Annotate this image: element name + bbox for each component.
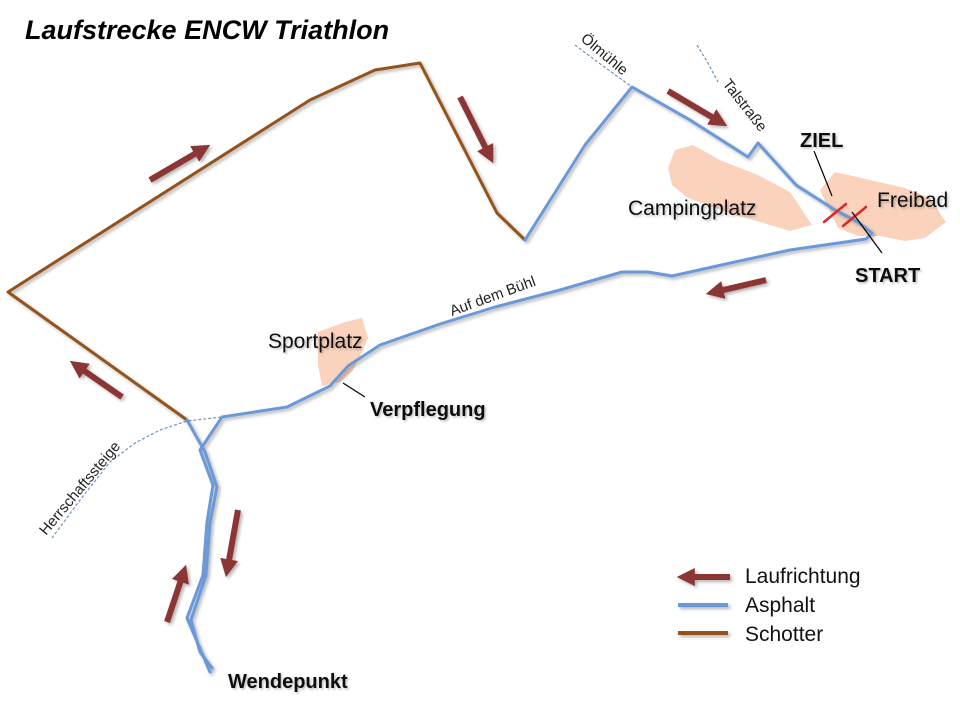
street-talstrasse-line	[696, 44, 719, 83]
start-leader	[851, 211, 883, 254]
areas	[318, 145, 946, 386]
side-streets	[51, 44, 719, 539]
map-title: Laufstrecke ENCW Triathlon	[25, 15, 389, 45]
leader-lines	[342, 150, 883, 398]
street-label-herrschaftssteige: Herrschaftssteige	[36, 438, 124, 538]
direction-arrow-icon	[457, 95, 494, 164]
street-oelmuehle-line	[574, 44, 633, 88]
start-line	[841, 205, 868, 228]
campingplatz-label: Campingplatz	[628, 197, 756, 220]
direction-arrow-icon	[705, 277, 767, 299]
start-finish-lines	[822, 202, 868, 228]
street-herrschaftssteige-line	[51, 416, 223, 539]
legend: Laufrichtung Asphalt Schotter	[676, 565, 861, 646]
route-schotter	[6, 61, 527, 422]
legend-label: Laufrichtung	[745, 565, 861, 588]
direction-arrow-icon	[148, 144, 211, 183]
route-asphalt-main	[185, 85, 874, 674]
routes	[6, 61, 874, 674]
ziel-label: ZIEL	[800, 130, 843, 152]
legend-item-asphalt: Asphalt	[678, 594, 815, 617]
legend-item-schotter: Schotter	[678, 623, 823, 646]
direction-arrow-icon	[69, 360, 124, 400]
direction-arrow-icon	[220, 509, 241, 578]
street-labels: Ölmühle Talstraße Auf dem Bühl Herrschaf…	[36, 29, 770, 538]
ziel-leader	[813, 150, 833, 197]
freibad-area	[820, 172, 946, 241]
direction-arrows	[69, 88, 767, 623]
legend-label: Asphalt	[745, 594, 815, 617]
direction-arrow-icon	[666, 88, 728, 127]
place-labels: Campingplatz Freibad Sportplatz ZIEL STA…	[228, 130, 948, 693]
street-label-auf-dem-buehl: Auf dem Bühl	[448, 273, 538, 320]
street-label-talstrasse: Talstraße	[719, 76, 770, 135]
campingplatz-area	[668, 145, 812, 231]
verpflegung-leader	[342, 382, 366, 398]
legend-label: Schotter	[745, 623, 823, 646]
wendepunkt-label: Wendepunkt	[228, 671, 348, 693]
start-label: START	[855, 265, 920, 287]
verpflegung-label: Verpflegung	[370, 399, 486, 421]
freibad-label: Freibad	[877, 189, 948, 212]
sportplatz-area	[318, 318, 368, 386]
street-label-oelmuehle: Ölmühle	[577, 29, 631, 79]
sportplatz-label: Sportplatz	[268, 330, 363, 353]
legend-item-laufrichtung: Laufrichtung	[676, 565, 861, 588]
route-asphalt-return	[185, 418, 219, 670]
finish-line	[822, 202, 848, 224]
direction-arrow-icon	[164, 564, 189, 623]
